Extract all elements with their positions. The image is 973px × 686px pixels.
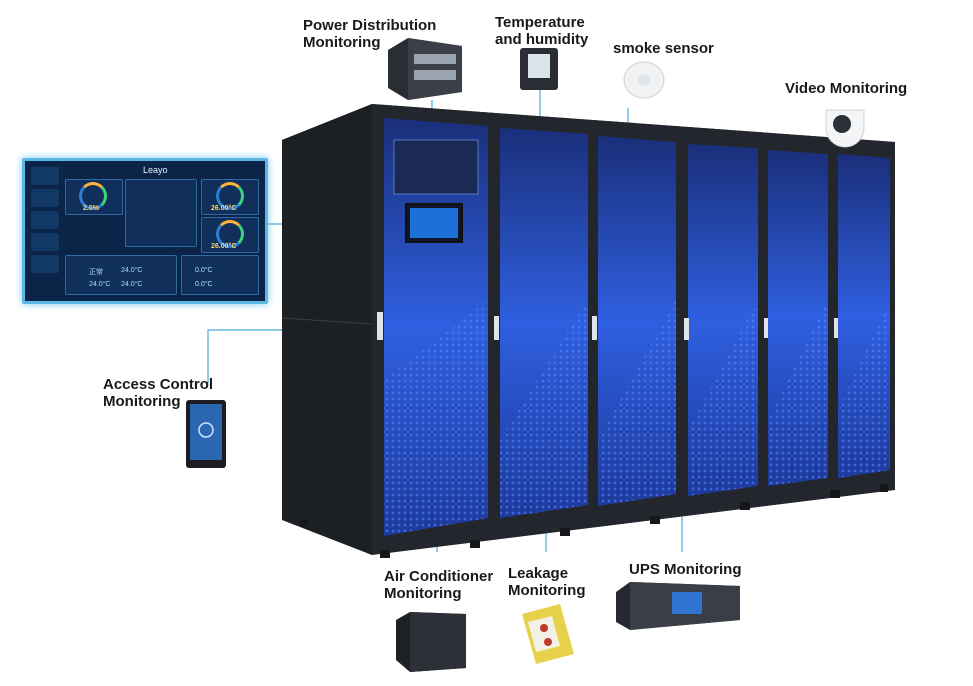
label-video-monitoring: Video Monitoring: [785, 80, 907, 97]
cabinet-doors: [384, 118, 890, 536]
ac-value-1: 0.0°C: [195, 267, 213, 274]
label-aircon-line-1: Air Conditioner: [384, 568, 494, 585]
gauge-right-bottom-value: 26.00°C: [211, 243, 237, 250]
dashboard-sidebar: [31, 167, 59, 293]
label-ups-line-1: UPS Monitoring: [629, 561, 742, 578]
dashboard-logo: Leayo: [143, 165, 168, 175]
label-access-line-2: Monitoring: [103, 393, 181, 410]
env-value-4: 24.0°C: [121, 281, 143, 288]
label-temp-line-2: and humidity: [495, 31, 589, 48]
env-value-1: 正常: [89, 269, 103, 276]
cabinet-side: [282, 104, 372, 555]
gauge-right-top: [216, 182, 244, 210]
air-conditioner-unit-icon: [396, 612, 466, 672]
gauge-left: [79, 182, 107, 210]
alarm-table: [125, 179, 197, 247]
gauge-right-top-value: 26.00°C: [211, 205, 237, 212]
label-power-line-1: Power Distribution: [303, 17, 437, 34]
label-smoke-line-1: smoke sensor: [613, 40, 714, 57]
label-leakage-line-2: Monitoring: [508, 582, 586, 599]
env-value-3: 24.0°C: [89, 281, 111, 288]
label-access-line-1: Access Control: [103, 376, 214, 393]
label-ups: UPS Monitoring: [629, 561, 742, 578]
label-access-control: Access Control Monitoring: [103, 376, 213, 410]
access-control-terminal-icon: [186, 400, 226, 468]
label-aircon-line-2: Monitoring: [384, 585, 462, 602]
label-power-distribution: Power Distribution Monitoring: [303, 17, 436, 51]
label-power-line-2: Monitoring: [303, 34, 381, 51]
label-video-line-1: Video Monitoring: [785, 80, 908, 97]
temperature-humidity-sensor-icon: [520, 48, 558, 90]
handle-2: [494, 316, 499, 340]
label-smoke-sensor: smoke sensor: [613, 40, 714, 57]
ups-unit-icon: [616, 582, 740, 630]
gauge-left-value: 2.0%: [83, 205, 99, 212]
rack-pdu: [393, 139, 479, 195]
smoke-sensor-icon: [623, 61, 665, 99]
label-temperature-humidity: Temperature and humidity: [495, 14, 588, 48]
label-leakage: Leakage Monitoring: [508, 565, 585, 599]
handle-6: [834, 318, 838, 338]
dashboard-header: Leayo: [65, 165, 260, 175]
ac-panel: [181, 255, 259, 295]
gauge-right-bottom: [216, 220, 244, 248]
handle-1: [377, 312, 383, 340]
handle-5: [764, 318, 768, 338]
power-distribution-unit-icon: [388, 38, 462, 100]
ac-value-2: 0.0°C: [195, 281, 213, 288]
handle-4: [684, 318, 689, 340]
label-air-conditioner: Air Conditioner Monitoring: [384, 568, 493, 602]
env-value-2: 24.0°C: [121, 267, 143, 274]
video-camera-icon: [825, 109, 865, 148]
monitoring-dashboard: Leayo 2.0% 26.00°C 26.00°C 正常 24.0°C 24.…: [22, 158, 268, 304]
label-leakage-line-1: Leakage: [508, 565, 569, 582]
handle-3: [592, 316, 597, 340]
env-panel: [65, 255, 177, 295]
leakage-sensor-icon: [522, 604, 574, 664]
label-temp-line-1: Temperature: [495, 14, 585, 31]
